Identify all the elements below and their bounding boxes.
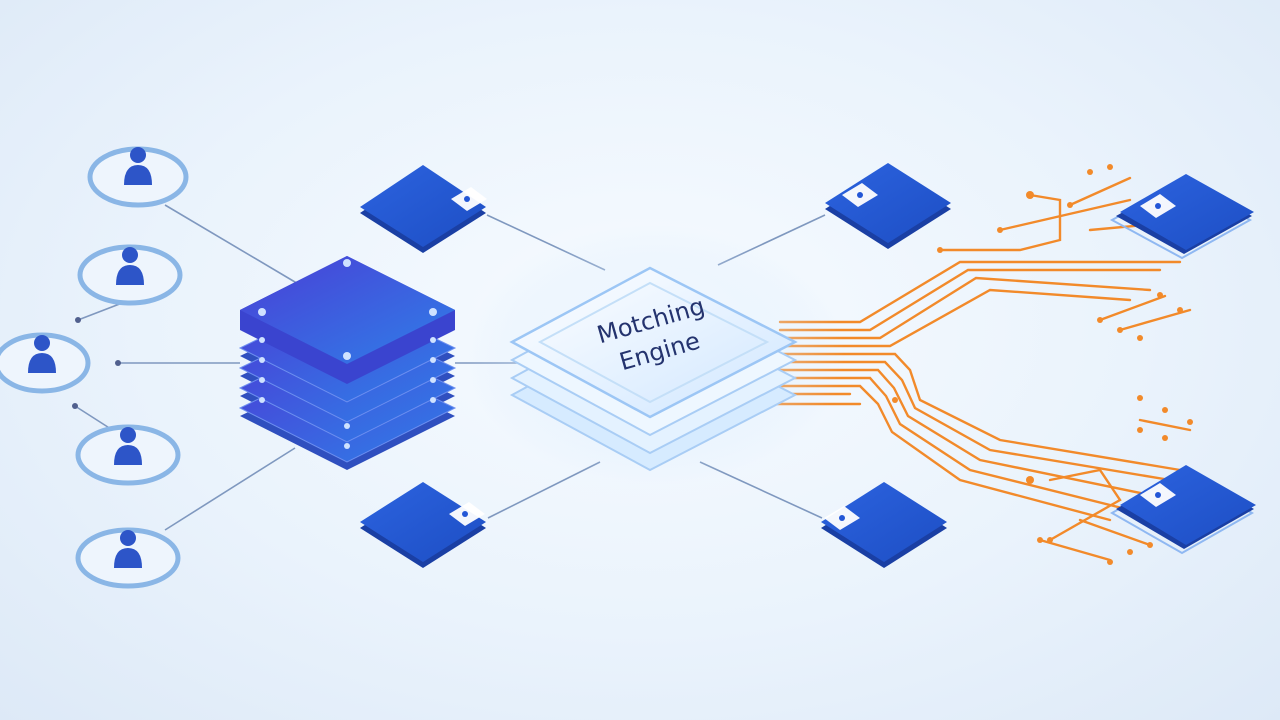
wallet-icon: [360, 482, 486, 568]
user-icon: [116, 247, 144, 285]
user-icon: [124, 147, 152, 185]
user-icon: [114, 530, 142, 568]
server-stack-icon: [238, 256, 457, 470]
user-icon: [28, 335, 56, 373]
user-icon: [114, 427, 142, 465]
wallet-icon: [825, 163, 951, 249]
circuit-dots: [892, 164, 1193, 565]
user-node: [87, 146, 189, 208]
user-node: [0, 332, 91, 394]
wallet-icon: [1109, 174, 1254, 260]
user-node: [75, 424, 181, 486]
user-node: [75, 527, 181, 589]
wallet-icon: [360, 165, 487, 253]
matching-engine-chip-icon: [465, 225, 845, 485]
user-node: [77, 244, 183, 306]
wallet-icon: [1109, 465, 1256, 555]
wallet-icon: [821, 482, 947, 568]
connector-dots: [72, 317, 121, 409]
